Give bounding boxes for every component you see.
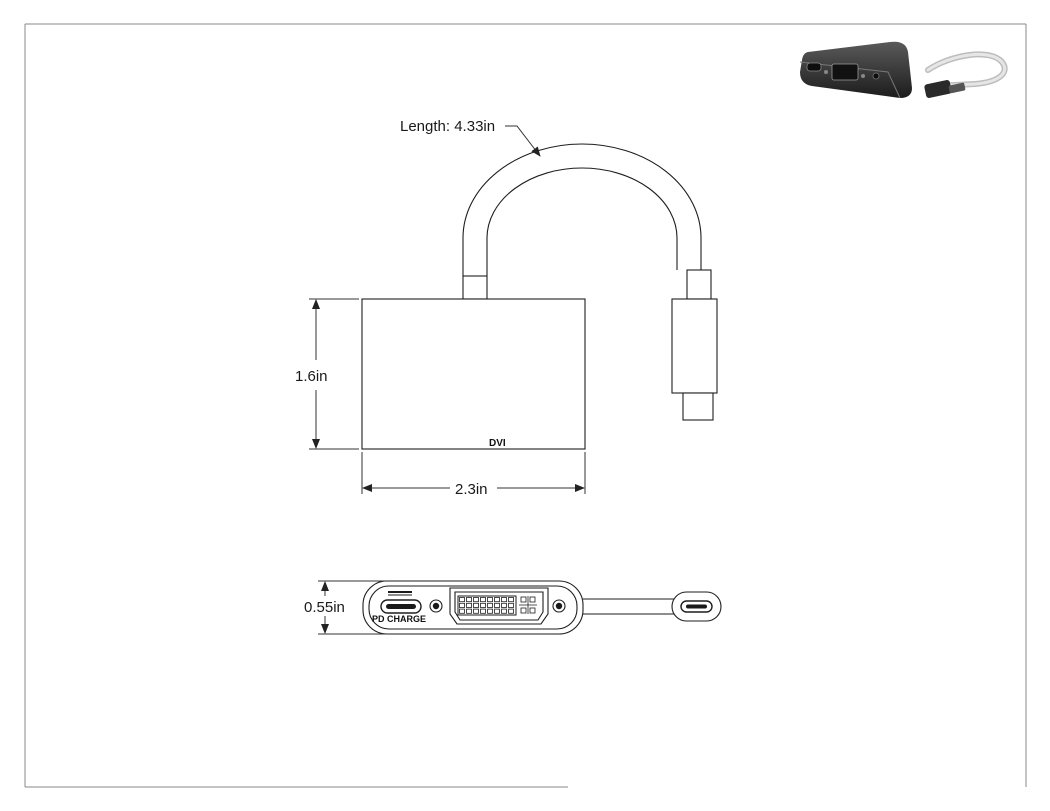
drawing-frame: [24, 23, 1027, 788]
pd-charge-label: PD CHARGE: [372, 614, 426, 624]
usb-c-plug-housing: [671, 298, 718, 394]
width-label: 2.3in: [455, 481, 488, 498]
dvi-pin: [487, 597, 493, 603]
height-dimension: [309, 298, 359, 450]
dvi-analog-pins: [519, 596, 537, 614]
dvi-pin: [501, 608, 507, 614]
dvi-pin: [494, 597, 500, 603]
dvi-pin: [480, 608, 486, 614]
dvi-pin: [501, 597, 507, 603]
screw-left: [429, 599, 443, 613]
length-label: Length: 4.33in: [400, 118, 495, 135]
dvi-pin: [508, 602, 514, 608]
dvi-pin: [459, 602, 465, 608]
width-dimension: [361, 452, 586, 494]
dvi-pin: [466, 602, 472, 608]
screw-right: [552, 599, 566, 613]
usb-c-plug-tip: [682, 392, 714, 421]
dvi-pin: [494, 608, 500, 614]
cable-outer: [462, 143, 702, 276]
adapter-body: [361, 298, 586, 450]
dvi-pin: [487, 608, 493, 614]
thickness-label: 0.55in: [304, 599, 345, 616]
dvi-pin: [473, 608, 479, 614]
dvi-pin: [459, 597, 465, 603]
dvi-pin: [473, 602, 479, 608]
height-label: 1.6in: [295, 368, 328, 385]
dvi-pin: [487, 602, 493, 608]
dvi-pin-grid: [459, 597, 514, 614]
length-leader: [505, 125, 541, 157]
dvi-pin: [480, 597, 486, 603]
dvi-pin: [473, 597, 479, 603]
dvi-pin: [494, 602, 500, 608]
adapter-preview-image: [799, 41, 1008, 99]
dvi-pin: [466, 597, 472, 603]
dvi-pin: [508, 608, 514, 614]
thickness-dimension: [318, 580, 385, 635]
strain-relief-body: [462, 275, 488, 300]
cable-inner: [486, 167, 678, 276]
port-label: DVI: [489, 438, 506, 449]
dvi-pin: [501, 602, 507, 608]
strain-relief-plug: [686, 269, 712, 300]
dvi-pin: [480, 602, 486, 608]
top-view: [361, 143, 718, 450]
dvi-pin: [459, 608, 465, 614]
dvi-pin: [508, 597, 514, 603]
dvi-pin: [466, 608, 472, 614]
front-view: [362, 580, 722, 635]
